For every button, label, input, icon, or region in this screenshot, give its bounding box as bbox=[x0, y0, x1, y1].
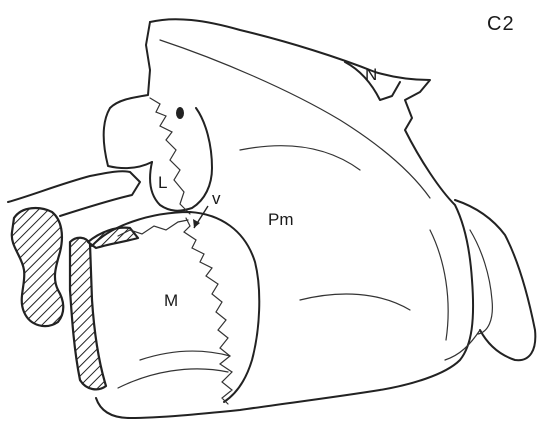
upper-left-process bbox=[104, 22, 152, 168]
section-left-lobe bbox=[12, 208, 64, 326]
contour-4 bbox=[430, 230, 448, 340]
lacrimal-outline bbox=[150, 108, 212, 211]
maxilla-suture bbox=[184, 218, 232, 404]
premaxilla-label: Pm bbox=[268, 210, 294, 229]
section-maxilla-bar bbox=[70, 238, 106, 390]
foramen bbox=[176, 107, 184, 119]
maxilla-inner-arc bbox=[118, 369, 228, 388]
nasal-label: N bbox=[365, 65, 377, 84]
panel-label: C2 bbox=[487, 13, 515, 35]
lacrimal-suture bbox=[150, 98, 190, 214]
contour-3 bbox=[300, 294, 410, 310]
vomer-label: v bbox=[212, 189, 221, 208]
posterior-process bbox=[455, 200, 535, 360]
maxilla-label: M bbox=[164, 291, 178, 310]
contour-2 bbox=[240, 146, 360, 170]
maxilla-lower-arc bbox=[140, 351, 230, 360]
contour-1 bbox=[160, 40, 430, 198]
lacrimal-label: L bbox=[158, 173, 167, 192]
